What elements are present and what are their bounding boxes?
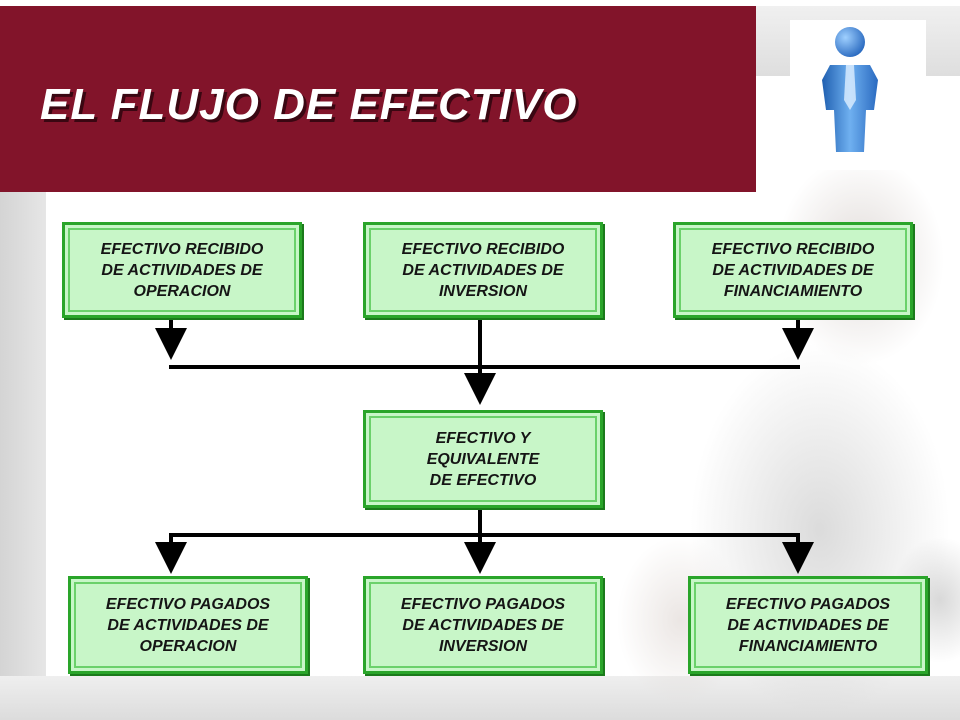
node-label: EFECTIVO PAGADOS DE ACTIVIDADES DE INVER… (400, 595, 566, 655)
node-pagados-financiamiento: EFECTIVO PAGADOS DE ACTIVIDADES DE FINAN… (688, 576, 928, 674)
node-efectivo-equivalente: EFECTIVO Y EQUIVALENTE DE EFECTIVO (363, 410, 603, 508)
background-left-strip (0, 190, 46, 720)
node-label: EFECTIVO PAGADOS DE ACTIVIDADES DE FINAN… (725, 595, 891, 655)
header-banner (0, 6, 756, 192)
node-label: EFECTIVO RECIBIDO DE ACTIVIDADES DE FINA… (711, 240, 875, 300)
node-label: EFECTIVO Y EQUIVALENTE DE EFECTIVO (426, 429, 540, 489)
node-label: EFECTIVO PAGADOS DE ACTIVIDADES DE OPERA… (105, 595, 271, 655)
node-label: EFECTIVO RECIBIDO DE ACTIVIDADES DE INVE… (401, 240, 565, 300)
logo (790, 20, 926, 170)
person-info-icon (822, 27, 878, 152)
node-pagados-inversion: EFECTIVO PAGADOS DE ACTIVIDADES DE INVER… (363, 576, 603, 674)
node-recibido-operacion: EFECTIVO RECIBIDO DE ACTIVIDADES DE OPER… (62, 222, 302, 318)
node-label: EFECTIVO RECIBIDO DE ACTIVIDADES DE OPER… (100, 240, 264, 300)
node-recibido-inversion: EFECTIVO RECIBIDO DE ACTIVIDADES DE INVE… (363, 222, 603, 318)
node-pagados-operacion: EFECTIVO PAGADOS DE ACTIVIDADES DE OPERA… (68, 576, 308, 674)
page-title: EL FLUJO DE EFECTIVO (40, 80, 578, 129)
node-recibido-financiamiento: EFECTIVO RECIBIDO DE ACTIVIDADES DE FINA… (673, 222, 913, 318)
